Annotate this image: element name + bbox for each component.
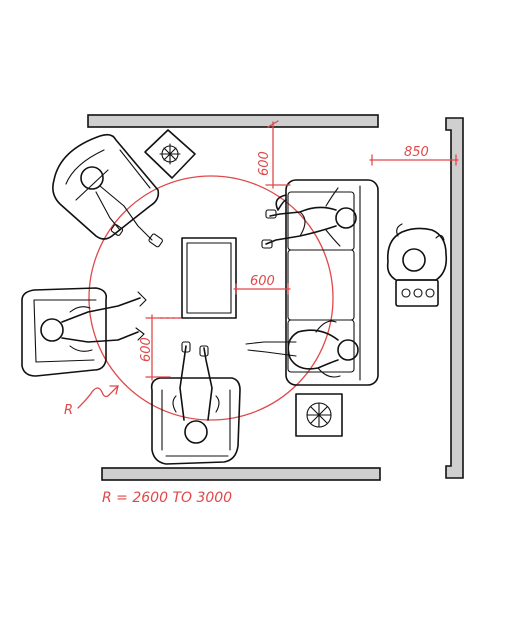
dimension-top-clearance: 600 (257, 120, 291, 189)
radius-letter: R (64, 403, 73, 418)
bottom-wall (101, 467, 381, 481)
dimension-passage-label: 850 (404, 145, 429, 160)
sofa (275, 179, 379, 386)
dimension-table-gap: 600 (233, 274, 291, 295)
armchair-top-left (52, 133, 163, 248)
side-table-top (144, 129, 196, 179)
armchair-left (21, 287, 147, 377)
person-at-desk (386, 223, 448, 307)
side-table-bottom (295, 393, 343, 437)
armchair-bottom (150, 341, 241, 465)
dimension-top-label: 600 (257, 151, 272, 176)
dimension-left-clearance: 600 (139, 314, 183, 381)
dimension-side-passage: 850 (369, 145, 459, 166)
top-wall (87, 114, 379, 128)
radius-marker: R (64, 385, 119, 418)
coffee-table (181, 237, 237, 319)
walls (87, 114, 464, 481)
person-sofa-top (261, 187, 357, 249)
right-wall (445, 117, 464, 479)
person-sofa-bottom (245, 320, 359, 378)
radius-note: R = 2600 TO 3000 (102, 490, 232, 506)
dimension-gap-label: 600 (250, 274, 275, 289)
dimension-left-label: 600 (139, 337, 154, 362)
conversation-circle (88, 175, 334, 421)
